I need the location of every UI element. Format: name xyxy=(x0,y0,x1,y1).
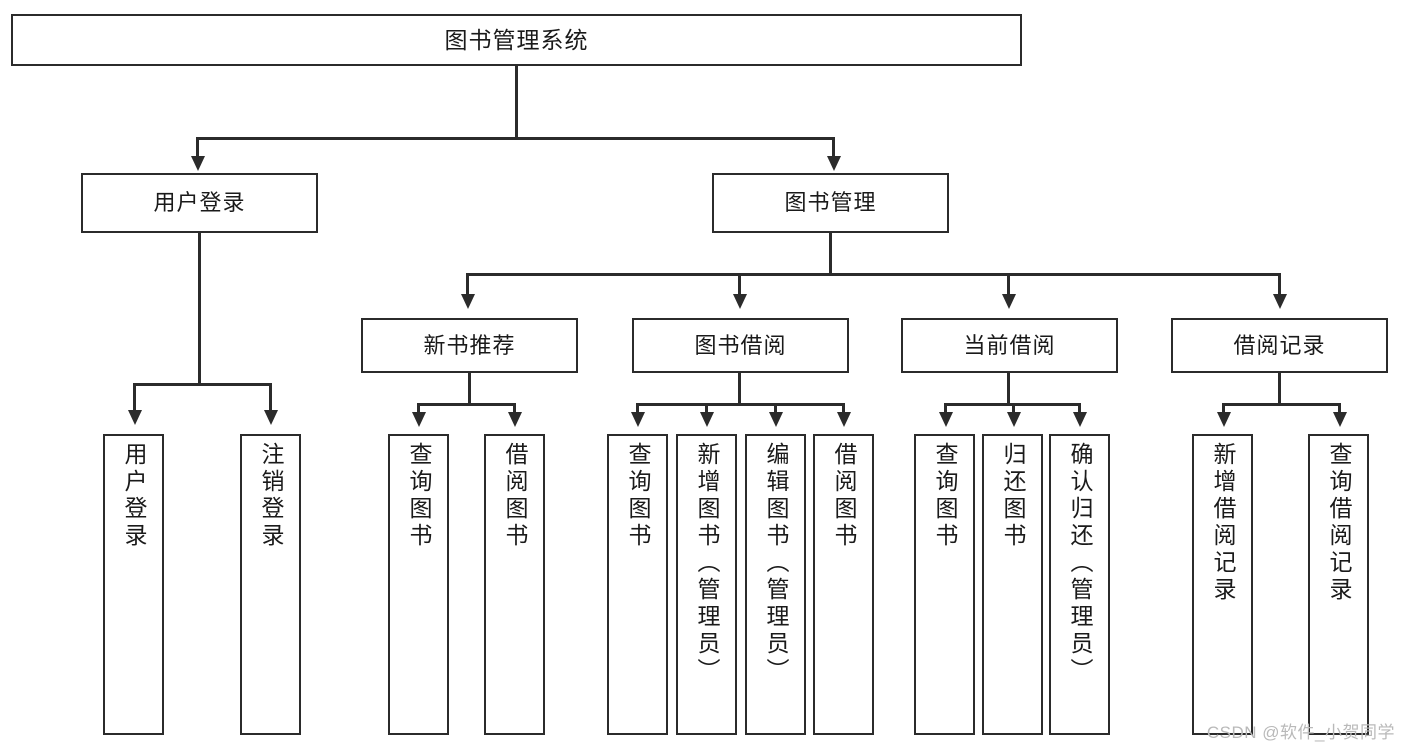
connector-borrow-record-leaf-2 xyxy=(1338,403,1341,415)
connector-bm-to-new-book xyxy=(466,273,469,297)
node-label: 编辑图书（管理员） xyxy=(763,442,789,685)
connector-user-login-to-leaf-1 xyxy=(133,383,136,413)
node-label: 图书借阅 xyxy=(694,332,787,358)
node-label: 查询借阅记录 xyxy=(1326,442,1352,604)
connector-book-management-stem xyxy=(829,233,832,275)
leaf-book-borrow-edit[interactable]: 编辑图书（管理员） xyxy=(745,434,806,735)
arrowhead-bm-to-current-borrow xyxy=(1002,294,1016,309)
node-label: 图书管理 xyxy=(784,190,877,216)
leaf-new-book-borrow[interactable]: 借阅图书 xyxy=(484,434,545,735)
node-label: 新增借阅记录 xyxy=(1210,442,1236,604)
arrowhead-book-borrow-leaf-3 xyxy=(769,412,783,427)
node-label: 确认归还（管理员） xyxy=(1067,442,1093,685)
connector-user-login-stem xyxy=(198,233,201,385)
node-label: 归还图书 xyxy=(1000,442,1026,550)
arrowhead-user-login-leaf-1 xyxy=(128,410,142,425)
arrowhead-new-book-leaf-1 xyxy=(412,412,426,427)
connector-user-login-bus xyxy=(133,383,271,386)
arrowhead-current-borrow-leaf-1 xyxy=(939,412,953,427)
connector-book-borrow-stem xyxy=(738,373,741,405)
node-book-management[interactable]: 图书管理 xyxy=(712,173,949,233)
node-label: 当前借阅 xyxy=(963,332,1056,358)
node-book-borrow[interactable]: 图书借阅 xyxy=(632,318,849,373)
node-label: 查询图书 xyxy=(625,442,651,550)
leaf-user-login-login[interactable]: 用户登录 xyxy=(103,434,164,735)
arrowhead-root-to-user-login xyxy=(191,156,205,171)
leaf-current-borrow-query[interactable]: 查询图书 xyxy=(914,434,975,735)
connector-book-management-bus xyxy=(466,273,1281,276)
connector-bm-to-borrow-record xyxy=(1278,273,1281,297)
node-label: 借阅记录 xyxy=(1233,332,1326,358)
node-label: 注销登录 xyxy=(258,442,284,550)
connector-borrow-record-stem xyxy=(1278,373,1281,405)
node-user-login[interactable]: 用户登录 xyxy=(81,173,318,233)
leaf-book-borrow-borrow[interactable]: 借阅图书 xyxy=(813,434,874,735)
leaf-borrow-record-add[interactable]: 新增借阅记录 xyxy=(1192,434,1253,735)
node-current-borrow[interactable]: 当前借阅 xyxy=(901,318,1118,373)
node-new-book-recommend[interactable]: 新书推荐 xyxy=(361,318,578,373)
node-book-management-system[interactable]: 图书管理系统 xyxy=(11,14,1022,66)
arrowhead-book-borrow-leaf-4 xyxy=(837,412,851,427)
arrowhead-bm-to-new-book xyxy=(461,294,475,309)
node-label: 借阅图书 xyxy=(502,442,528,550)
connector-book-borrow-leaf-3 xyxy=(774,403,777,415)
connector-root-bus xyxy=(196,137,835,140)
node-borrow-record[interactable]: 借阅记录 xyxy=(1171,318,1388,373)
connector-current-borrow-leaf-3 xyxy=(1078,403,1081,415)
leaf-book-borrow-query[interactable]: 查询图书 xyxy=(607,434,668,735)
arrowhead-bm-to-borrow-record xyxy=(1273,294,1287,309)
node-label: 用户登录 xyxy=(121,442,147,550)
connector-book-borrow-leaf-1 xyxy=(636,403,639,415)
leaf-book-borrow-add[interactable]: 新增图书（管理员） xyxy=(676,434,737,735)
connector-bm-to-book-borrow xyxy=(738,273,741,297)
connector-root-to-user-login xyxy=(196,137,199,159)
connector-new-book-bus xyxy=(417,403,516,406)
connector-borrow-record-bus xyxy=(1222,403,1340,406)
arrowhead-new-book-leaf-2 xyxy=(508,412,522,427)
connector-book-borrow-leaf-4 xyxy=(842,403,845,415)
leaf-current-borrow-return[interactable]: 归还图书 xyxy=(982,434,1043,735)
arrowhead-book-borrow-leaf-1 xyxy=(631,412,645,427)
leaf-user-login-logout[interactable]: 注销登录 xyxy=(240,434,301,735)
leaf-new-book-query[interactable]: 查询图书 xyxy=(388,434,449,735)
connector-new-book-stem xyxy=(468,373,471,405)
node-label: 借阅图书 xyxy=(831,442,857,550)
node-label: 图书管理系统 xyxy=(444,26,589,53)
arrowhead-borrow-record-leaf-2 xyxy=(1333,412,1347,427)
connector-current-borrow-leaf-1 xyxy=(944,403,947,415)
arrowhead-root-to-book-management xyxy=(827,156,841,171)
leaf-current-borrow-confirm-return[interactable]: 确认归还（管理员） xyxy=(1049,434,1110,735)
arrowhead-user-login-leaf-2 xyxy=(264,410,278,425)
arrowhead-current-borrow-leaf-2 xyxy=(1007,412,1021,427)
arrowhead-bm-to-book-borrow xyxy=(733,294,747,309)
connector-root-to-book-management xyxy=(832,137,835,159)
node-label: 查询图书 xyxy=(406,442,432,550)
arrowhead-current-borrow-leaf-3 xyxy=(1073,412,1087,427)
connector-current-borrow-leaf-2 xyxy=(1012,403,1015,415)
arrowhead-borrow-record-leaf-1 xyxy=(1217,412,1231,427)
connector-current-borrow-stem xyxy=(1007,373,1010,405)
arrowhead-book-borrow-leaf-2 xyxy=(700,412,714,427)
connector-book-borrow-leaf-2 xyxy=(705,403,708,415)
node-label: 新书推荐 xyxy=(423,332,516,358)
connector-bm-to-current-borrow xyxy=(1007,273,1010,297)
connector-user-login-to-leaf-2 xyxy=(269,383,272,413)
connector-borrow-record-leaf-1 xyxy=(1222,403,1225,415)
connector-root-stem xyxy=(515,66,518,138)
connector-new-book-leaf-2 xyxy=(513,403,516,415)
leaf-borrow-record-query[interactable]: 查询借阅记录 xyxy=(1308,434,1369,735)
connector-new-book-leaf-1 xyxy=(417,403,420,415)
node-label: 查询图书 xyxy=(932,442,958,550)
connector-book-borrow-bus xyxy=(636,403,842,406)
node-label: 新增图书（管理员） xyxy=(694,442,720,685)
node-label: 用户登录 xyxy=(153,190,246,216)
